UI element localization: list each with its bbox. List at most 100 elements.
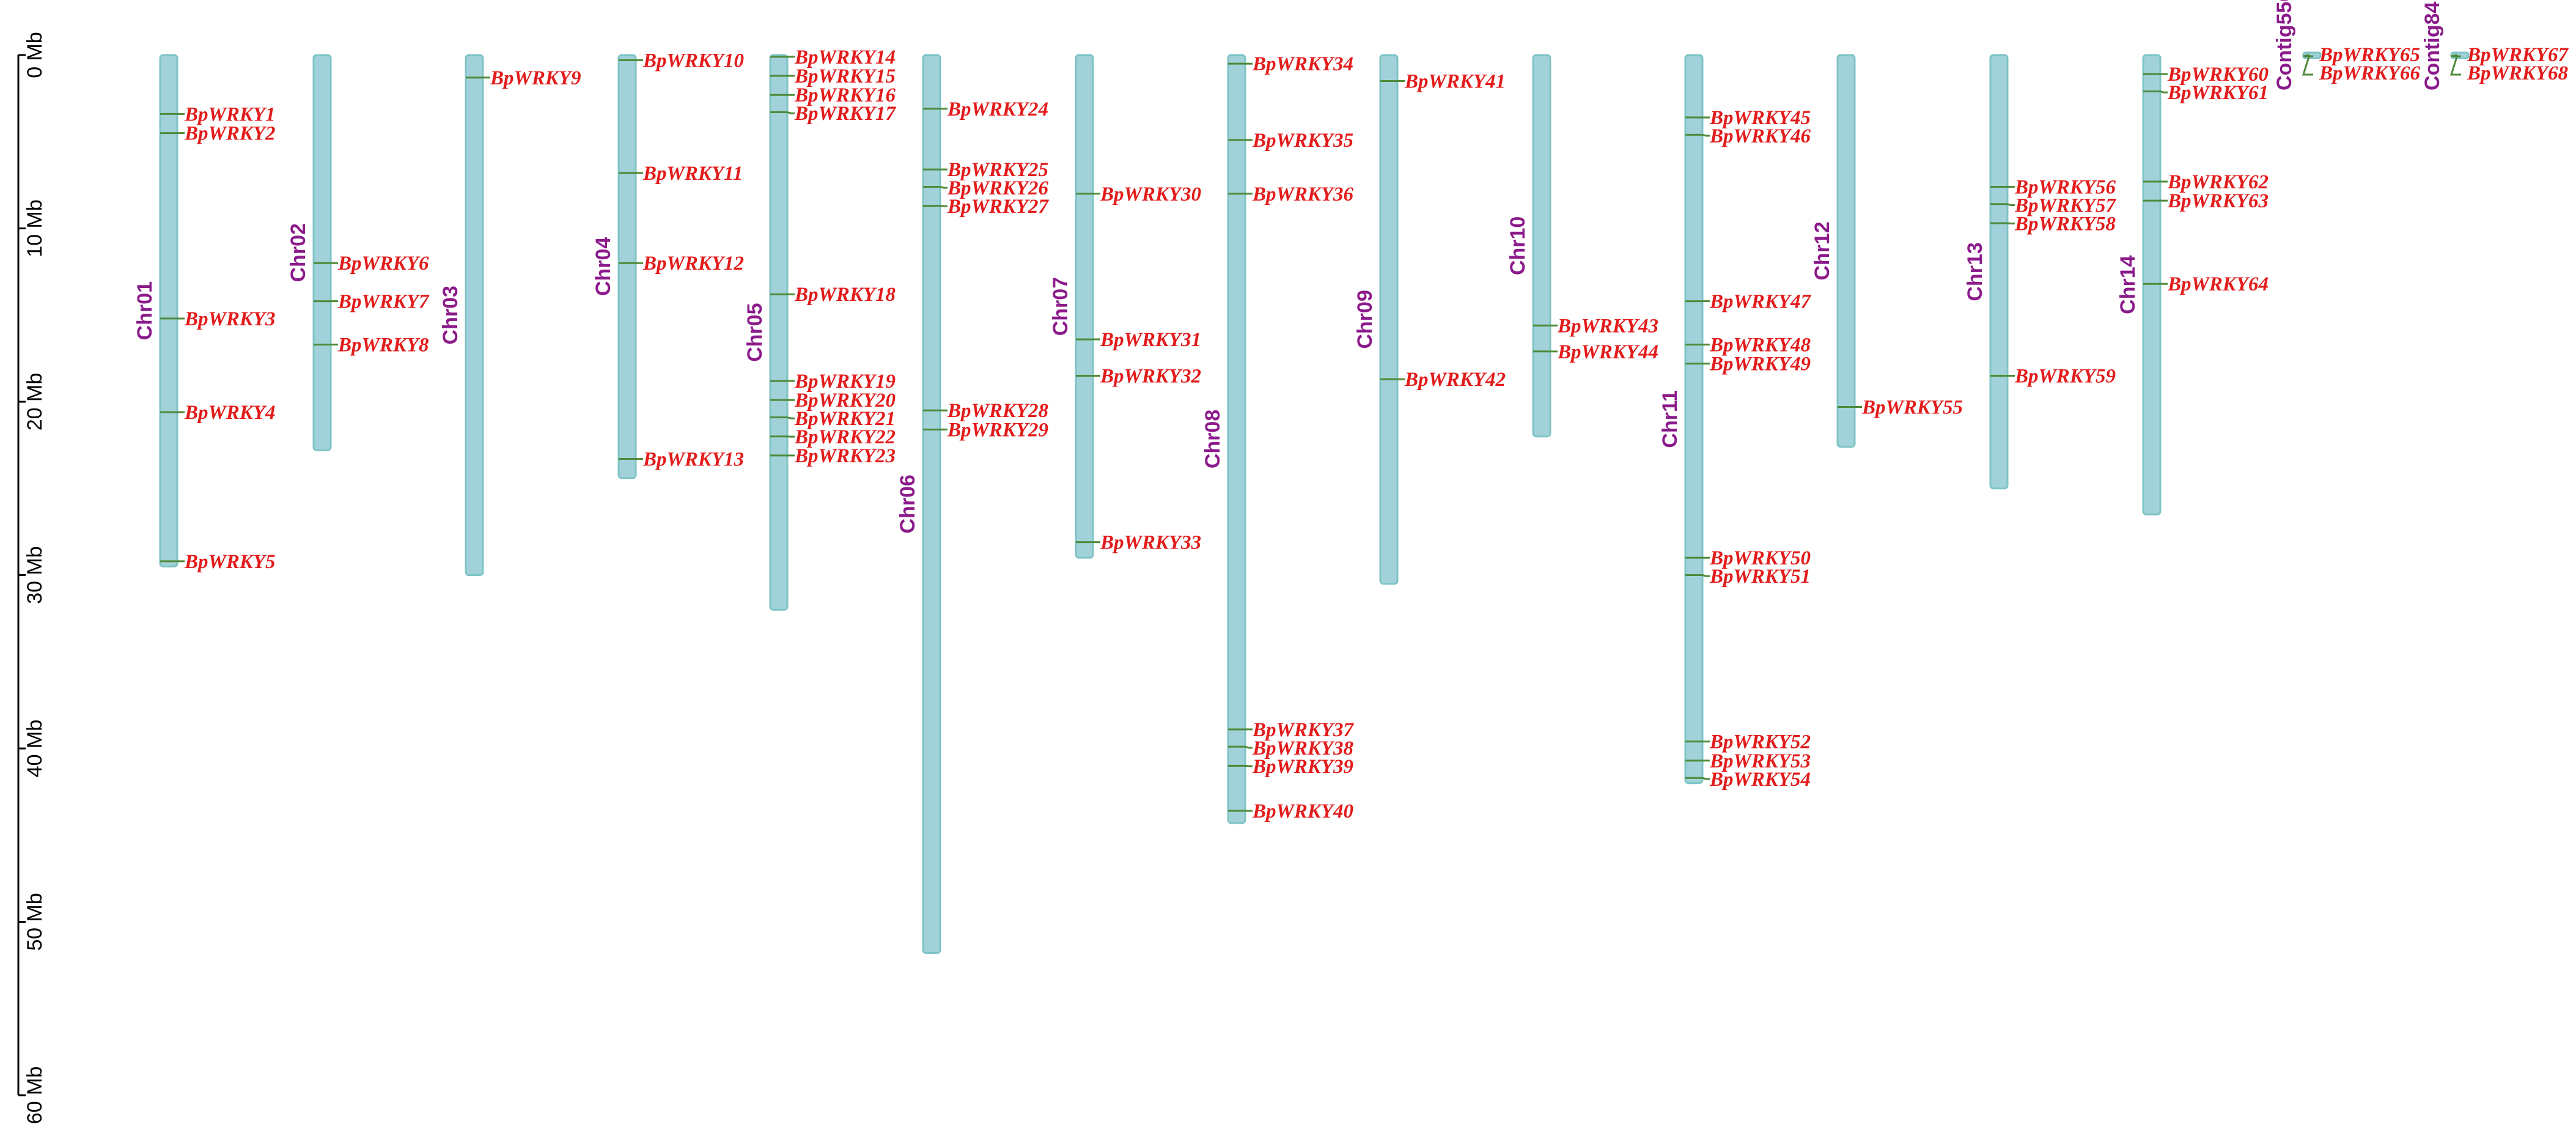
gene-marker [787,111,795,114]
gene-label: BpWRKY68 [2467,62,2568,84]
gene-label: BpWRKY15 [794,65,896,87]
gene-label: BpWRKY28 [947,400,1048,422]
chromosome-bar [312,54,332,451]
gene-label: BpWRKY12 [642,253,744,275]
axis-tick-label: 30 Mb [23,546,46,604]
gene-label: BpWRKY41 [1404,71,1506,93]
gene-label: BpWRKY29 [947,419,1048,441]
chromosome-label: Chr13 [1963,242,1987,301]
chromosome-bar [922,54,941,955]
chromosome-chr03: Chr03 BpWRKY9 [439,54,581,576]
gene-label: BpWRKY24 [947,98,1048,120]
gene-label: BpWRKY4 [184,402,276,424]
chromosome-chr14: Chr14BpWRKY60BpWRKY61BpWRKY62BpWRKY63BpW… [2116,54,2269,515]
axis-tick-label: 50 Mb [23,893,46,951]
gene-marker [1702,574,1710,577]
gene-marker [2449,54,2461,76]
chromosome-bar [465,54,484,576]
gene-label: BpWRKY16 [794,84,896,106]
gene-marker [1702,777,1710,780]
chromosome-chr06: Chr06BpWRKY24BpWRKY25BpWRKY26BpWRKY27BpW… [896,54,1050,955]
gene-label: BpWRKY10 [642,50,744,72]
gene-label: BpWRKY40 [1252,800,1353,822]
gene-label: BpWRKY67 [2467,44,2569,66]
gene-label: BpWRKY45 [1709,107,1811,129]
gene-label: BpWRKY62 [2167,171,2269,193]
gene-label: BpWRKY9 [490,67,581,89]
gene-label: BpWRKY34 [1252,53,1353,75]
chromosome-label: Chr04 [592,237,615,296]
gene-label: BpWRKY58 [2014,213,2116,235]
chromosome-bar [159,54,178,567]
axis-tick-label: 60 Mb [23,1066,46,1125]
gene-label: BpWRKY27 [947,196,1050,218]
gene-label: BpWRKY64 [2167,273,2269,295]
contig-label: Contig84 [2421,1,2444,91]
gene-marker [2302,54,2313,76]
chromosomes: Chr01BpWRKY1BpWRKY2BpWRKY3BpWRKY4BpWRKY5… [133,0,2569,955]
gene-label: BpWRKY48 [1709,334,1811,356]
gene-label: BpWRKY63 [2167,190,2269,212]
chromosome-bar [1684,54,1704,785]
gene-marker [2160,91,2168,94]
chromosome-label: Chr06 [896,475,919,533]
chromosome-label: Chr12 [1811,221,1834,280]
gene-label: BpWRKY56 [2014,176,2116,198]
gene-label: BpWRKY3 [184,308,276,330]
chromosome-chr08: Chr08BpWRKY34BpWRKY35BpWRKY36BpWRKY37BpW… [1201,53,1355,824]
gene-label: BpWRKY66 [2319,62,2421,84]
gene-label: BpWRKY55 [1861,397,1963,419]
gene-label: BpWRKY23 [794,445,896,467]
chromosome-label: Chr10 [1506,216,1529,275]
chromosome-bar [1836,54,1856,448]
gene-marker [1245,745,1253,749]
gene-label: BpWRKY17 [794,103,897,125]
gene-label: BpWRKY1 [184,103,276,125]
gene-label: BpWRKY46 [1709,125,1811,147]
gene-marker [787,416,795,419]
chromosome-chr11: Chr11BpWRKY45BpWRKY46BpWRKY47BpWRKY48BpW… [1658,54,1812,791]
gene-label: BpWRKY47 [1709,291,1812,313]
axis-tick-label: 40 Mb [23,720,46,778]
gene-label: BpWRKY18 [794,284,896,306]
gene-label: BpWRKY26 [947,177,1049,199]
chromosome-label: Chr02 [287,223,310,282]
gene-marker [2007,203,2015,206]
chromosome-label: Chr09 [1353,290,1377,349]
contig-label: Contig556 [2273,0,2296,91]
chromosome-label: Chr07 [1049,277,1072,336]
gene-label: BpWRKY49 [1709,353,1811,375]
gene-label: BpWRKY32 [1100,365,1201,387]
gene-label: BpWRKY53 [1709,750,1811,772]
gene-label: BpWRKY57 [2014,194,2117,216]
gene-label: BpWRKY35 [1252,130,1353,152]
axis-tick-label: 0 Mb [23,32,46,78]
gene-label: BpWRKY31 [1100,329,1201,351]
gene-label: BpWRKY39 [1252,756,1353,778]
gene-label: BpWRKY61 [2167,82,2269,104]
gene-label: BpWRKY52 [1709,731,1811,753]
gene-label: BpWRKY21 [794,408,896,430]
gene-label: BpWRKY7 [337,291,430,313]
chromosome-label: Chr05 [743,303,767,361]
chromosome-label: Chr03 [439,286,462,344]
chromosome-bar [769,54,789,611]
chromosome-chr05: Chr05BpWRKY14BpWRKY15BpWRKY16BpWRKY17BpW… [743,46,897,611]
gene-label: BpWRKY8 [337,334,429,356]
gene-label: BpWRKY22 [794,426,896,448]
chromosome-bar [1227,54,1246,824]
chromosome-bar [1379,54,1399,585]
gene-label: BpWRKY59 [2014,365,2116,387]
gene-label: BpWRKY19 [794,371,896,393]
chromosome-label: Chr14 [2116,255,2140,314]
gene-label: BpWRKY65 [2319,44,2420,66]
gene-marker [1702,133,1710,137]
